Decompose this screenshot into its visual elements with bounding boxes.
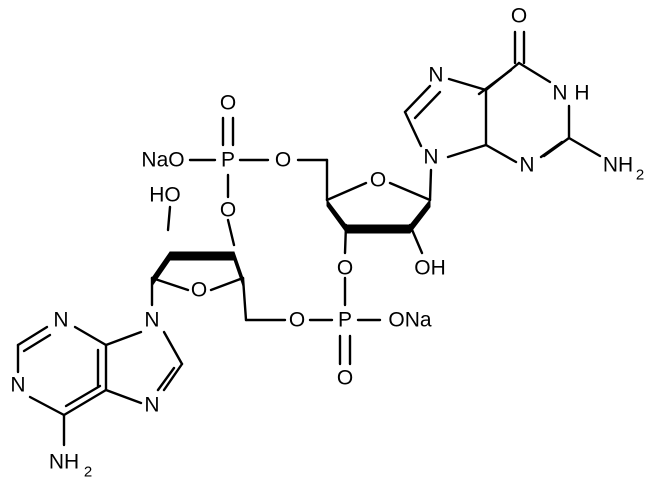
guanine-n7: N	[428, 64, 443, 87]
wedge-bonds	[151, 199, 431, 287]
adenine-n9: N	[144, 309, 159, 332]
atom-labels: O N H N N N NH 2 O P NaO O O HO O N N N …	[10, 5, 644, 481]
guanine-n9: N	[423, 146, 438, 169]
bond-lines	[16, 30, 602, 447]
phosphate1-sodium-oxide: NaO	[141, 149, 184, 172]
adenine-n3: N	[10, 374, 25, 397]
phosphate2-phosphorus: P	[338, 309, 352, 332]
adenosine-ring-oxygen: O	[191, 279, 207, 302]
phosphate2-o5-oxygen: O	[289, 309, 305, 332]
adenine-n1: N	[53, 309, 68, 332]
guanine-carbonyl-oxygen: O	[511, 5, 527, 28]
adenosine-hydroxyl: HO	[149, 184, 181, 207]
phosphate1-o2-oxygen: O	[220, 199, 236, 222]
phosphate2-sodium-oxide: ONa	[388, 309, 432, 332]
phosphate1-o5-oxygen: O	[275, 149, 291, 172]
adenine-amino-subscript: 2	[84, 464, 92, 481]
adenine-n7: N	[144, 394, 159, 417]
guanosine-o3-oxygen: O	[337, 257, 353, 280]
guanine-amino: NH	[603, 154, 633, 177]
phosphate2-double-oxygen: O	[337, 367, 353, 390]
guanosine-ring-oxygen: O	[370, 169, 386, 192]
phosphate1-phosphorus: P	[221, 149, 235, 172]
guanosine-hydroxyl: OH	[414, 257, 446, 280]
adenine-amino: NH	[49, 451, 79, 474]
guanine-n1: N	[552, 82, 567, 105]
guanine-amino-subscript: 2	[636, 167, 644, 184]
guanine-n1-hydrogen: H	[574, 82, 589, 105]
guanine-n3: N	[519, 154, 534, 177]
phosphate1-double-oxygen: O	[220, 92, 236, 115]
